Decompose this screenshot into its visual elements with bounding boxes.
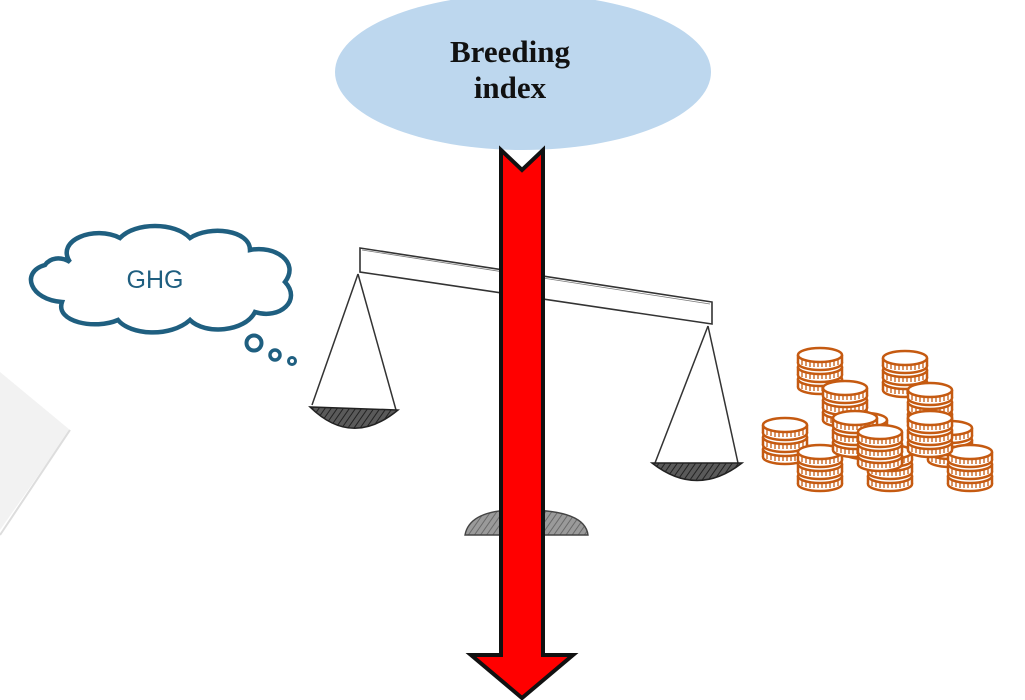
breeding-index-ellipse	[335, 0, 711, 150]
background-shadow-shape	[0, 372, 71, 536]
breeding-index-label-line2: index	[473, 70, 547, 105]
coin-stack	[858, 425, 902, 471]
coin-stack	[948, 445, 992, 491]
breeding-index-label-line1: Breeding	[450, 34, 570, 69]
right-pan	[649, 462, 745, 482]
ghg-thought-cloud	[28, 223, 297, 366]
coin-stack	[908, 411, 952, 457]
left-pan	[308, 406, 401, 429]
breeding-index-label: Breeding index	[415, 34, 605, 106]
down-arrow	[465, 145, 579, 700]
ghg-label: GHG	[126, 266, 184, 294]
coin-pile	[763, 348, 992, 491]
